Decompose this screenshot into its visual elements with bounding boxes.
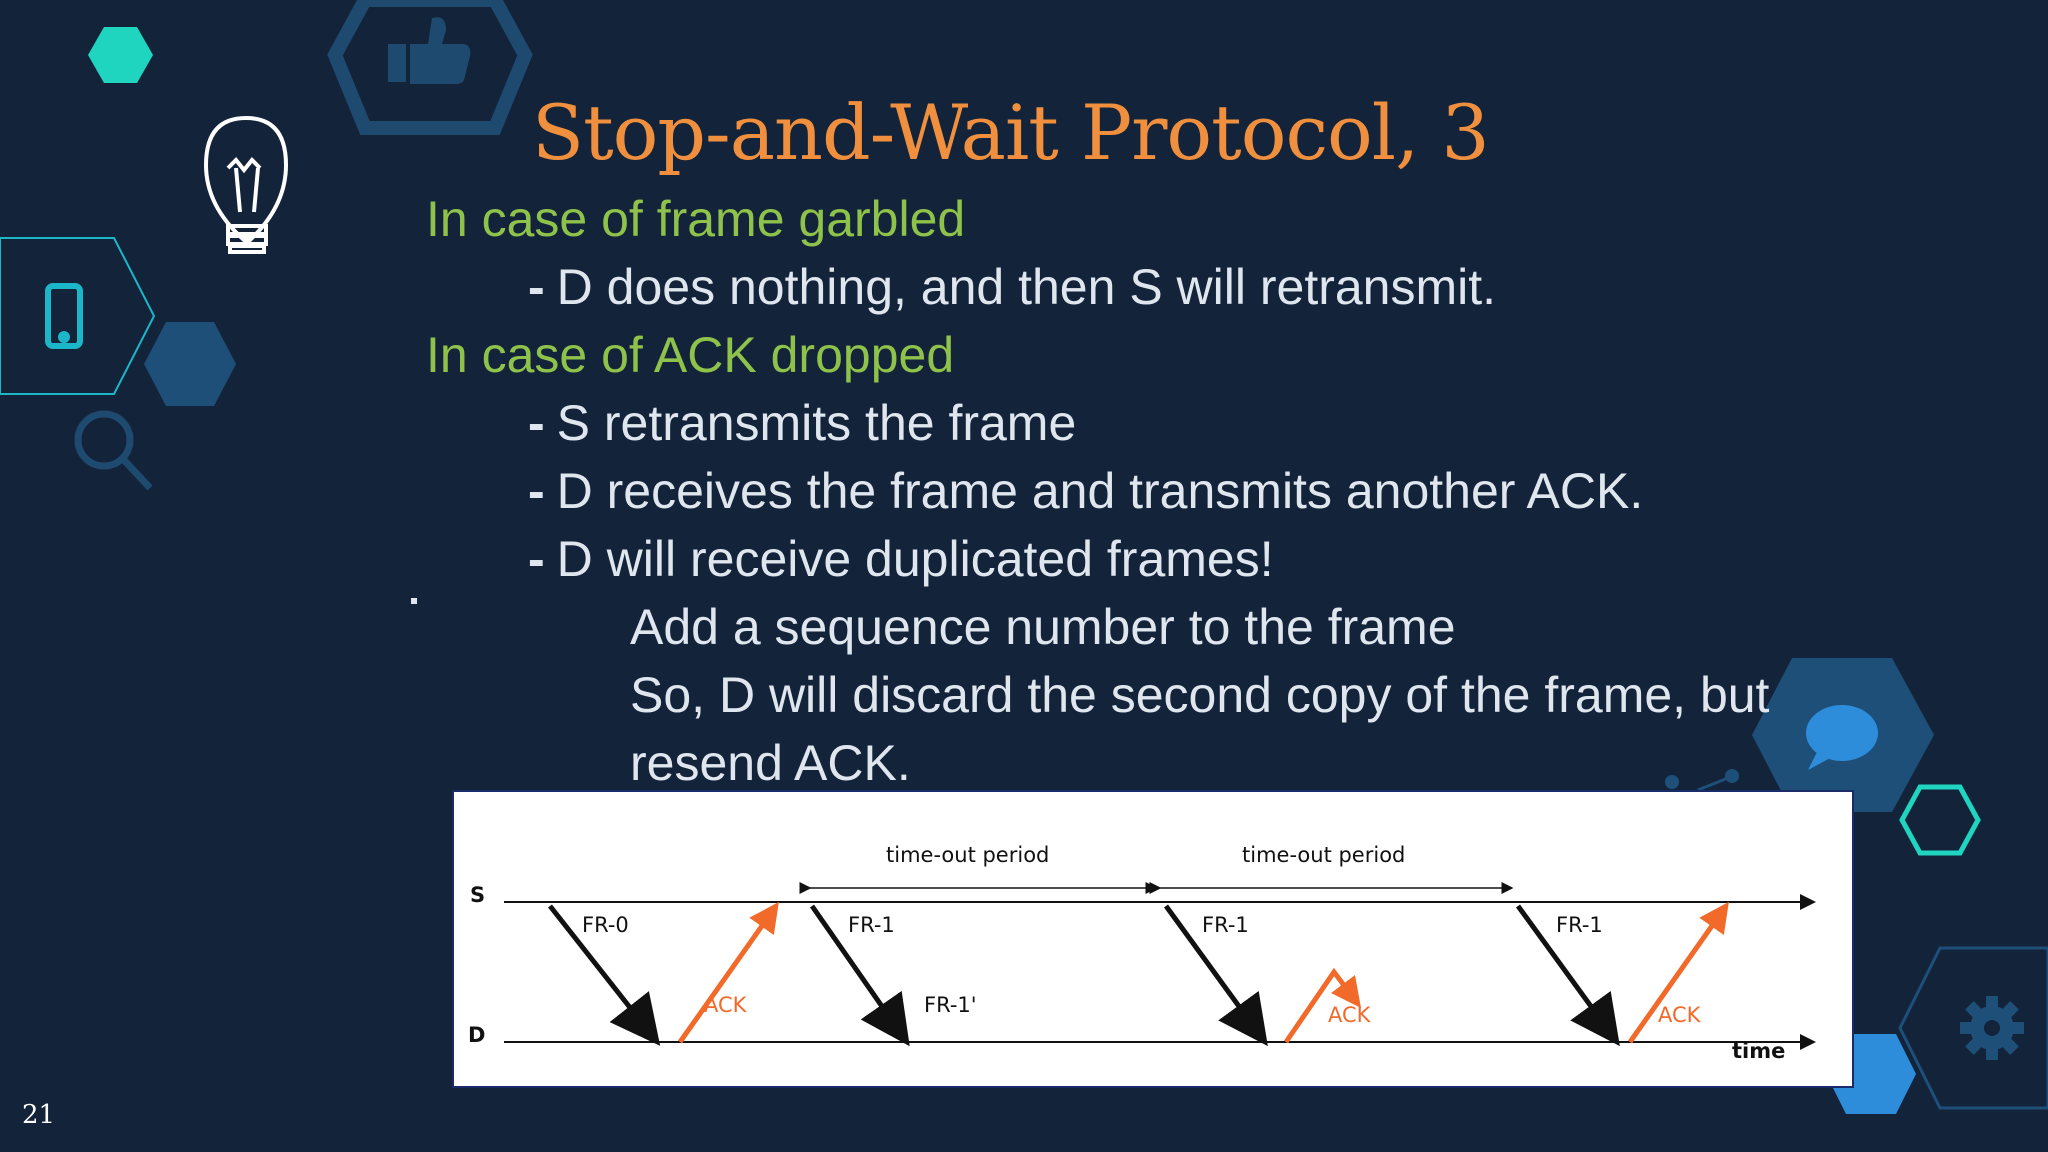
heading-frame-garbled: In case of frame garbled — [426, 191, 966, 247]
bullet-line: -D receives the frame and transmits anot… — [528, 462, 1643, 520]
timeout-label: time-out period — [1242, 843, 1405, 867]
bullet-text: S retransmits the frame — [556, 395, 1077, 451]
bullet-text: D does nothing, and then S will retransm… — [556, 259, 1497, 315]
dash-marker: - — [528, 463, 545, 519]
frame-arrow — [548, 904, 661, 1046]
bullet-line: -D will receive duplicated frames! — [528, 530, 1274, 588]
frame-label: FR-1' — [924, 993, 977, 1017]
receiver-label: D — [468, 1023, 485, 1047]
lightbulb-icon — [203, 115, 289, 254]
dot-decoration — [1665, 775, 1679, 789]
cyan-hexagon-outline — [1899, 784, 1981, 856]
chat-bubble-icon — [1806, 705, 1878, 770]
stop-and-wait-timing-diagram: S D time-out period time-out period FR-0… — [452, 790, 1854, 1088]
gear-icon — [1960, 996, 2024, 1060]
sub-bullet-line: resend ACK. — [630, 735, 911, 791]
bullet-text: D receives the frame and transmits anoth… — [556, 463, 1644, 519]
frame-arrow — [809, 904, 910, 1047]
time-label: time — [1732, 1039, 1785, 1063]
ack-label: ACK — [1328, 1003, 1372, 1027]
heading-ack-dropped: In case of ACK dropped — [426, 327, 955, 383]
bullet-line: -S retransmits the frame — [528, 394, 1076, 452]
teal-hexagon — [88, 27, 153, 83]
page-number: 21 — [22, 1100, 56, 1130]
frame-arrow — [1515, 904, 1620, 1047]
blue-hexagon-small — [144, 322, 236, 406]
frame-label: FR-1 — [848, 913, 895, 937]
smartphone-icon — [45, 283, 83, 349]
bullet-text: D will receive duplicated frames! — [556, 531, 1274, 587]
sub-bullet-line: Add a sequence number to the frame — [630, 599, 1456, 655]
frame-label: FR-1 — [1202, 913, 1249, 937]
sub-bullet-line: So, D will discard the second copy of th… — [630, 667, 1770, 723]
ack-arrow — [677, 901, 779, 1044]
dash-marker: - — [528, 395, 545, 451]
thumbs-up-hexagon — [327, 0, 533, 135]
dot-decoration — [1725, 769, 1739, 783]
timeout-label: time-out period — [886, 843, 1049, 867]
phone-hexagon — [0, 237, 156, 395]
frame-arrow — [1163, 904, 1268, 1047]
dash-marker: - — [528, 259, 545, 315]
dash-marker: - — [528, 531, 545, 587]
frame-label: FR-0 — [582, 913, 629, 937]
bullet-line: -D does nothing, and then S will retrans… — [528, 258, 1496, 316]
frame-label: FR-1 — [1556, 913, 1603, 937]
magnifier-icon — [74, 410, 153, 491]
ack-label: ACK — [1658, 1003, 1702, 1027]
ack-label: ACK — [704, 993, 748, 1017]
sender-label: S — [470, 883, 485, 907]
ack-arrow — [1627, 901, 1729, 1044]
stray-dot — [411, 598, 417, 604]
thumbs-up-icon — [388, 17, 471, 85]
gear-hexagon — [1898, 946, 2048, 1110]
slide-title: Stop-and-Wait Protocol, 3 — [532, 88, 1490, 177]
ack-arrow-dropped — [1283, 967, 1361, 1044]
